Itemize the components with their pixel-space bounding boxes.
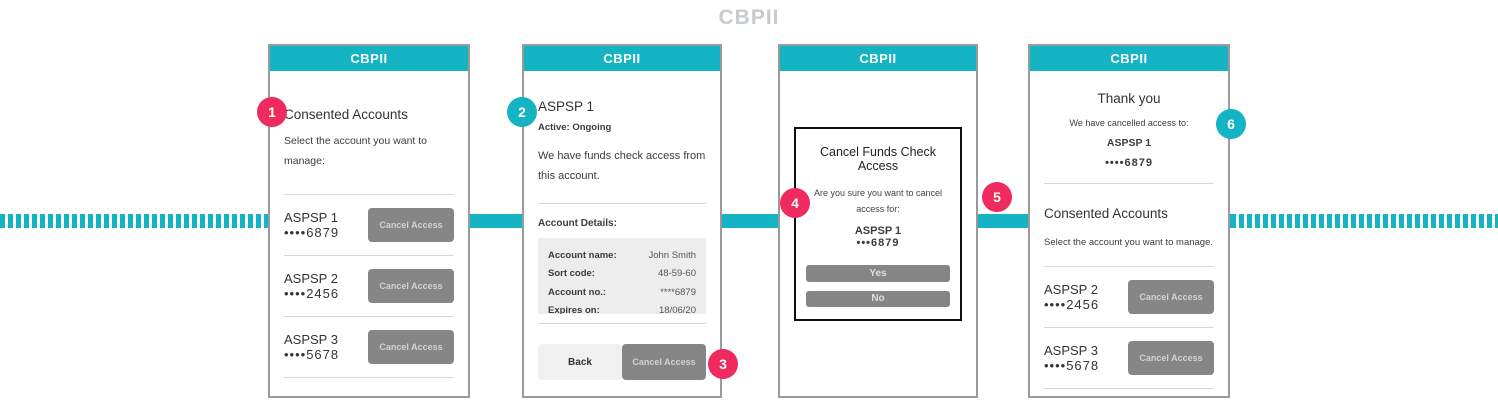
modal-message: Are you sure you want to cancel access f… bbox=[813, 188, 943, 215]
cancel-confirmation-modal: Cancel Funds Check Access Are you sure y… bbox=[794, 127, 962, 321]
account-number: ••••5678 bbox=[1044, 358, 1100, 374]
screen-3-header: CBPII bbox=[780, 46, 976, 71]
detail-value: 18/06/20 bbox=[659, 305, 696, 314]
account-row-aspsp2: ASPSP 2 ••••2456 Cancel Access bbox=[284, 254, 454, 316]
screen-2-body: ASPSP 1 Active: Ongoing We have funds ch… bbox=[524, 71, 720, 396]
screen-3-header-title: CBPII bbox=[859, 51, 897, 66]
flow-line-right bbox=[1231, 214, 1498, 228]
screen-2-title: ASPSP 1 bbox=[538, 99, 595, 114]
account-info: ASPSP 1 ••••6879 bbox=[284, 210, 339, 240]
cancel-access-button[interactable]: Cancel Access bbox=[622, 344, 706, 380]
screen-4-section-title: Consented Accounts bbox=[1044, 206, 1168, 221]
screen-4-header-title: CBPII bbox=[1110, 51, 1148, 66]
detail-label: Account no.: bbox=[548, 286, 607, 298]
screen-3-body: Cancel Funds Check Access Are you sure y… bbox=[780, 71, 976, 396]
account-info: ASPSP 2 ••••2456 bbox=[1044, 282, 1099, 312]
screen-cancel-confirmation: CBPII Cancel Funds Check Access Are you … bbox=[778, 44, 978, 398]
account-number: ••••2456 bbox=[284, 285, 340, 301]
cancelled-account-number: ••••6879 bbox=[1105, 157, 1153, 169]
account-row-aspsp3: ASPSP 3 ••••5678 Cancel Access bbox=[1044, 327, 1214, 388]
detail-label: Expires on: bbox=[548, 305, 600, 314]
step-badge-1: 1 bbox=[257, 97, 287, 127]
account-list: ASPSP 2 ••••2456 Cancel Access ASPSP 3 •… bbox=[1044, 266, 1214, 390]
account-row-aspsp1: ASPSP 1 ••••6879 Cancel Access bbox=[284, 193, 454, 255]
screen-1-body: Consented Accounts Select the account yo… bbox=[270, 71, 468, 396]
step-badge-6: 6 bbox=[1216, 109, 1246, 139]
table-row-account-no: Account no.: ****6879 bbox=[548, 284, 696, 303]
detail-label: Account name: bbox=[548, 249, 617, 261]
back-button[interactable]: Back bbox=[538, 344, 622, 380]
screen-1-title: Consented Accounts bbox=[284, 107, 408, 122]
modal-account-name: ASPSP 1 bbox=[854, 225, 902, 238]
account-row-aspsp2: ASPSP 2 ••••2456 Cancel Access bbox=[1044, 266, 1214, 327]
screen-2-actions: Back Cancel Access bbox=[538, 344, 706, 380]
cancel-access-button-aspsp2[interactable]: Cancel Access bbox=[368, 268, 454, 303]
step-badge-5: 5 bbox=[982, 182, 1012, 212]
account-details-heading: Account Details: bbox=[538, 217, 617, 229]
yes-button[interactable]: Yes bbox=[806, 265, 950, 282]
account-row-aspsp3: ASPSP 3 ••••5678 Cancel Access bbox=[284, 315, 454, 377]
thank-you-block: Thank you We have cancelled access to: A… bbox=[1044, 91, 1214, 169]
screen-4-header: CBPII bbox=[1030, 46, 1228, 71]
screen-4-section-subtitle: Select the account you want to manage. bbox=[1044, 237, 1213, 248]
access-description: We have funds check access from this acc… bbox=[538, 150, 706, 182]
modal-title: Cancel Funds Check Access bbox=[819, 145, 937, 173]
account-info: ASPSP 2 ••••2456 bbox=[284, 271, 339, 301]
account-name: ASPSP 3 bbox=[284, 331, 338, 347]
detail-value: ****6879 bbox=[660, 286, 696, 298]
screen-1-subtitle: Select the account you want to manage: bbox=[284, 135, 428, 167]
cancel-access-button-aspsp3[interactable]: Cancel Access bbox=[1128, 341, 1214, 376]
cancel-access-button-aspsp2[interactable]: Cancel Access bbox=[1128, 280, 1214, 315]
account-name: ASPSP 1 bbox=[284, 209, 338, 225]
screen-2-header-title: CBPII bbox=[603, 51, 641, 66]
detail-value: 48-59-60 bbox=[657, 268, 696, 280]
list-end-divider bbox=[284, 376, 454, 378]
account-name: ASPSP 2 bbox=[1044, 282, 1098, 298]
cancelled-account-name: ASPSP 1 bbox=[1106, 137, 1152, 149]
screen-1-header-title: CBPII bbox=[350, 51, 388, 66]
cancel-access-button-aspsp3[interactable]: Cancel Access bbox=[368, 329, 454, 364]
divider bbox=[538, 202, 706, 204]
screen-consented-accounts: CBPII Consented Accounts Select the acco… bbox=[268, 44, 470, 398]
table-row-account-name: Account name: John Smith bbox=[548, 247, 696, 266]
step-badge-2: 2 bbox=[507, 97, 537, 127]
account-number: ••••2456 bbox=[1044, 297, 1100, 313]
divider bbox=[1044, 183, 1214, 184]
step-badge-3: 3 bbox=[708, 349, 738, 379]
cancel-access-button-aspsp1[interactable]: Cancel Access bbox=[368, 207, 454, 242]
list-end-divider bbox=[1044, 388, 1214, 390]
table-row-expires-on: Expires on: 18/06/20 bbox=[548, 302, 696, 314]
no-button[interactable]: No bbox=[806, 290, 950, 307]
account-name: ASPSP 2 bbox=[284, 270, 338, 286]
screen-thank-you: CBPII Thank you We have cancelled access… bbox=[1028, 44, 1230, 398]
screen-1-header: CBPII bbox=[270, 46, 468, 71]
account-info: ASPSP 3 ••••5678 bbox=[1044, 343, 1099, 373]
account-list: ASPSP 1 ••••6879 Cancel Access ASPSP 2 •… bbox=[284, 193, 454, 378]
detail-value: John Smith bbox=[648, 249, 696, 261]
screen-2-header: CBPII bbox=[524, 46, 720, 71]
table-row-sort-code: Sort code: 48-59-60 bbox=[548, 265, 696, 284]
thank-you-title: Thank you bbox=[1097, 91, 1161, 106]
flow-line-middle bbox=[269, 214, 1231, 228]
cancelled-message: We have cancelled access to: bbox=[1069, 118, 1189, 128]
account-number: ••••6879 bbox=[284, 224, 340, 240]
detail-label: Sort code: bbox=[548, 268, 595, 280]
screen-account-detail: CBPII ASPSP 1 Active: Ongoing We have fu… bbox=[522, 44, 722, 398]
account-number: ••••5678 bbox=[284, 346, 340, 362]
flow-line-left bbox=[0, 214, 269, 228]
step-badge-4: 4 bbox=[780, 188, 810, 218]
page-title: CBPII bbox=[718, 6, 780, 29]
divider bbox=[538, 322, 706, 324]
access-status: Active: Ongoing bbox=[538, 122, 612, 133]
account-name: ASPSP 3 bbox=[1044, 343, 1098, 359]
account-details-table: Account name: John Smith Sort code: 48-5… bbox=[538, 237, 706, 314]
account-info: ASPSP 3 ••••5678 bbox=[284, 332, 339, 362]
modal-account-number: •••6879 bbox=[856, 237, 900, 250]
screen-4-body: Thank you We have cancelled access to: A… bbox=[1030, 71, 1228, 396]
